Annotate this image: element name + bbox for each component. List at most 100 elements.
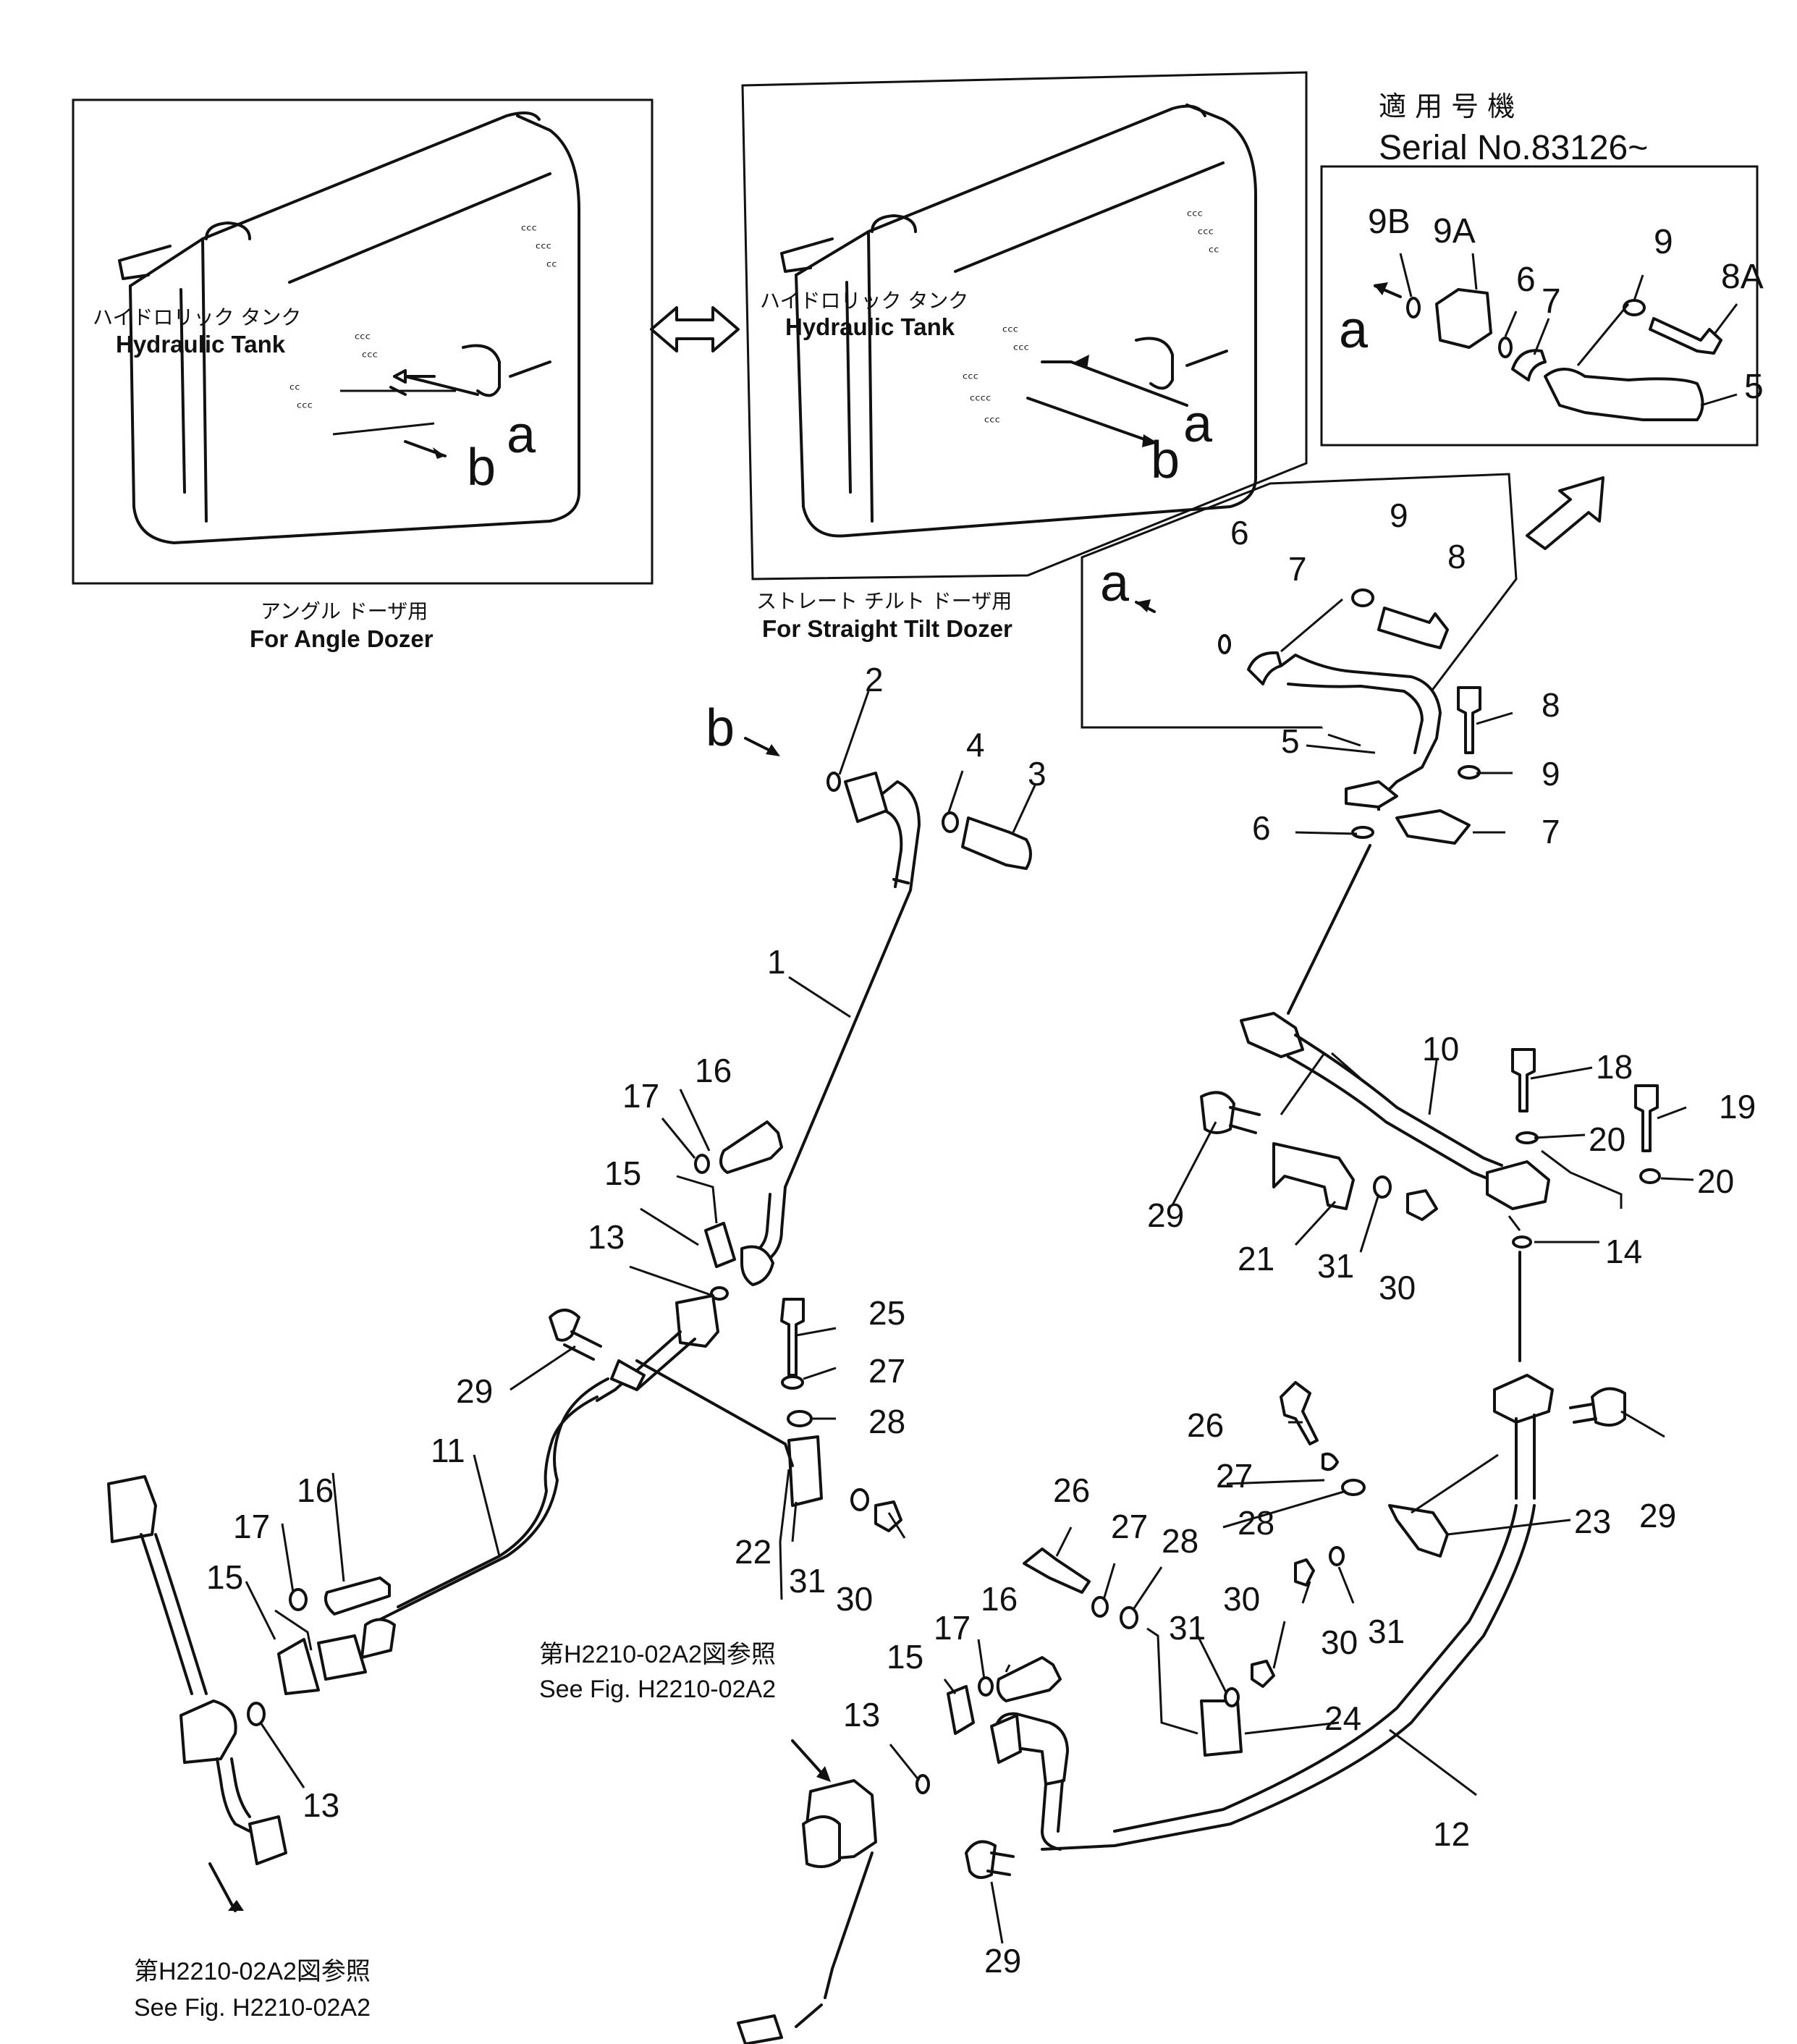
svg-text:ᶜᶜᶜ: ᶜᶜᶜ (984, 413, 1000, 431)
callout-15-upper: 15 (604, 1154, 641, 1192)
callout-10: 10 (1422, 1030, 1459, 1068)
angle-label-b: b (467, 439, 496, 497)
serial-jp-label: 適 用 号 機 (1379, 90, 1515, 122)
callout-9: 9 (1542, 755, 1560, 793)
straight-dozer-caption-en: For Straight Tilt Dozer (762, 615, 1012, 642)
svg-text:ᶜᶜᶜ: ᶜᶜᶜ (355, 330, 371, 347)
callout-20-upper: 20 (1589, 1120, 1625, 1158)
straight-tank-en-label: Hydraulic Tank (785, 313, 955, 340)
svg-text:ᶜᶜ: ᶜᶜ (289, 381, 300, 398)
callout-26-lower: 26 (1053, 1471, 1090, 1509)
callouts: 1 2 3 4 5 6 6 7 7 8 8 9 9 10 11 12 13 13… (206, 497, 1756, 1980)
svg-text:ᶜᶜᶜ: ᶜᶜᶜ (1187, 207, 1203, 224)
detail-7: 7 (1542, 282, 1561, 321)
callout-29-middle: 29 (1147, 1196, 1184, 1234)
callout-17-upper: 17 (622, 1077, 659, 1115)
svg-text:ᶜᶜᶜ: ᶜᶜᶜ (362, 348, 378, 366)
straight-tank-jp-label: ハイドロリック タンク (760, 289, 968, 313)
serial-change-arrow-icon (1526, 476, 1604, 550)
callout-27-lower: 27 (1111, 1508, 1148, 1545)
interchange-arrow-icon (650, 306, 740, 352)
angle-dozer-panel-frame (72, 98, 654, 585)
straight-dozer-panel-frame (741, 71, 1308, 580)
serial-detail-panel (1320, 165, 1759, 447)
callout-20-lower: 20 (1697, 1162, 1734, 1200)
callout-29-right: 29 (1639, 1497, 1676, 1534)
callout-14: 14 (1605, 1233, 1642, 1270)
callout-18: 18 (1596, 1048, 1633, 1086)
callout-28-lower: 28 (1162, 1522, 1198, 1560)
reference-jp-upper: 第H2210-02A2図参照 (539, 1641, 776, 1668)
callout-25: 25 (868, 1294, 905, 1332)
callout-27-right: 27 (1216, 1457, 1253, 1495)
callout-5: 5 (1281, 722, 1300, 760)
callout-31-mid: 31 (1317, 1247, 1354, 1285)
svg-text:ᶜᶜᶜ: ᶜᶜᶜ (1013, 341, 1029, 358)
reference-en-upper: See Fig. H2210-02A2 (539, 1676, 776, 1703)
callout-3: 3 (1028, 755, 1047, 793)
callout-16-left: 16 (297, 1471, 334, 1509)
detail-8a: 8A (1721, 258, 1764, 296)
callout-21: 21 (1238, 1240, 1274, 1278)
callout-31-center: 31 (1169, 1609, 1206, 1647)
svg-text:ᶜᶜ: ᶜᶜ (546, 258, 557, 275)
straight-label-a: a (1183, 395, 1213, 453)
inset-label-a: a (1100, 554, 1130, 612)
callout-27-upper: 27 (868, 1352, 905, 1390)
callout-6: 6 (1252, 809, 1271, 847)
callout-13-upper: 13 (588, 1218, 625, 1256)
callout-15-left: 15 (206, 1558, 243, 1596)
reference-jp-lower: 第H2210-02A2図参照 (134, 1958, 371, 1985)
straight-dozer-caption-jp: ストレート チルト ドーザ用 (756, 589, 1012, 613)
callout-13-lower: 13 (843, 1696, 880, 1733)
angle-label-a: a (507, 406, 536, 464)
angle-tank-jp-label: ハイドロリック タンク (93, 305, 301, 329)
angle-dozer-caption-en: For Angle Dozer (250, 625, 434, 652)
detail-5: 5 (1744, 368, 1764, 406)
svg-text:ᶜᶜᶜ: ᶜᶜᶜ (1198, 225, 1214, 242)
detail-9: 9 (1654, 223, 1673, 261)
angle-dozer-caption-jp: アングル ドーザ用 (261, 599, 428, 623)
callout-12: 12 (1433, 1815, 1470, 1853)
callout-8-inset: 8 (1447, 538, 1466, 575)
callout-8: 8 (1542, 686, 1560, 724)
callout-26-right: 26 (1187, 1406, 1224, 1444)
label-b: b (706, 699, 735, 757)
callout-30-lower: 30 (836, 1580, 873, 1618)
callout-29-lower: 29 (984, 1942, 1021, 1980)
callout-23: 23 (1574, 1503, 1611, 1540)
detail-a-label: a (1339, 301, 1369, 359)
callout-17-left: 17 (233, 1508, 270, 1545)
callout-1: 1 (767, 943, 786, 981)
angle-tank-en-label: Hydraulic Tank (116, 331, 286, 358)
callout-7: 7 (1542, 813, 1560, 850)
callout-7-inset: 7 (1288, 550, 1307, 588)
svg-text:ᶜᶜ: ᶜᶜ (1209, 243, 1219, 261)
straight-label-b: b (1151, 431, 1180, 489)
reference-en-lower: See Fig. H2210-02A2 (134, 1994, 371, 2022)
callout-13-left: 13 (303, 1786, 339, 1824)
leader-lines (245, 691, 1694, 1944)
callout-22: 22 (735, 1533, 771, 1571)
callout-31-lower: 31 (789, 1562, 826, 1600)
callout-6-inset: 6 (1230, 514, 1249, 552)
callout-31-right: 31 (1368, 1613, 1405, 1650)
callout-30-mid: 30 (1379, 1269, 1416, 1306)
callout-28-upper: 28 (868, 1403, 905, 1440)
callout-9-inset: 9 (1390, 497, 1408, 534)
callout-30-center: 30 (1223, 1580, 1260, 1618)
svg-text:ᶜᶜᶜ: ᶜᶜᶜ (536, 240, 551, 257)
serial-detail-frame (1320, 165, 1759, 447)
serial-number-label: Serial No.83126~ (1379, 129, 1648, 167)
svg-text:ᶜᶜᶜ: ᶜᶜᶜ (297, 399, 313, 416)
detail-9b: 9B (1368, 203, 1411, 241)
svg-text:ᶜᶜᶜ: ᶜᶜᶜ (963, 370, 978, 387)
callout-24: 24 (1324, 1699, 1361, 1737)
callout-19: 19 (1719, 1088, 1756, 1126)
callout-4: 4 (966, 726, 985, 764)
